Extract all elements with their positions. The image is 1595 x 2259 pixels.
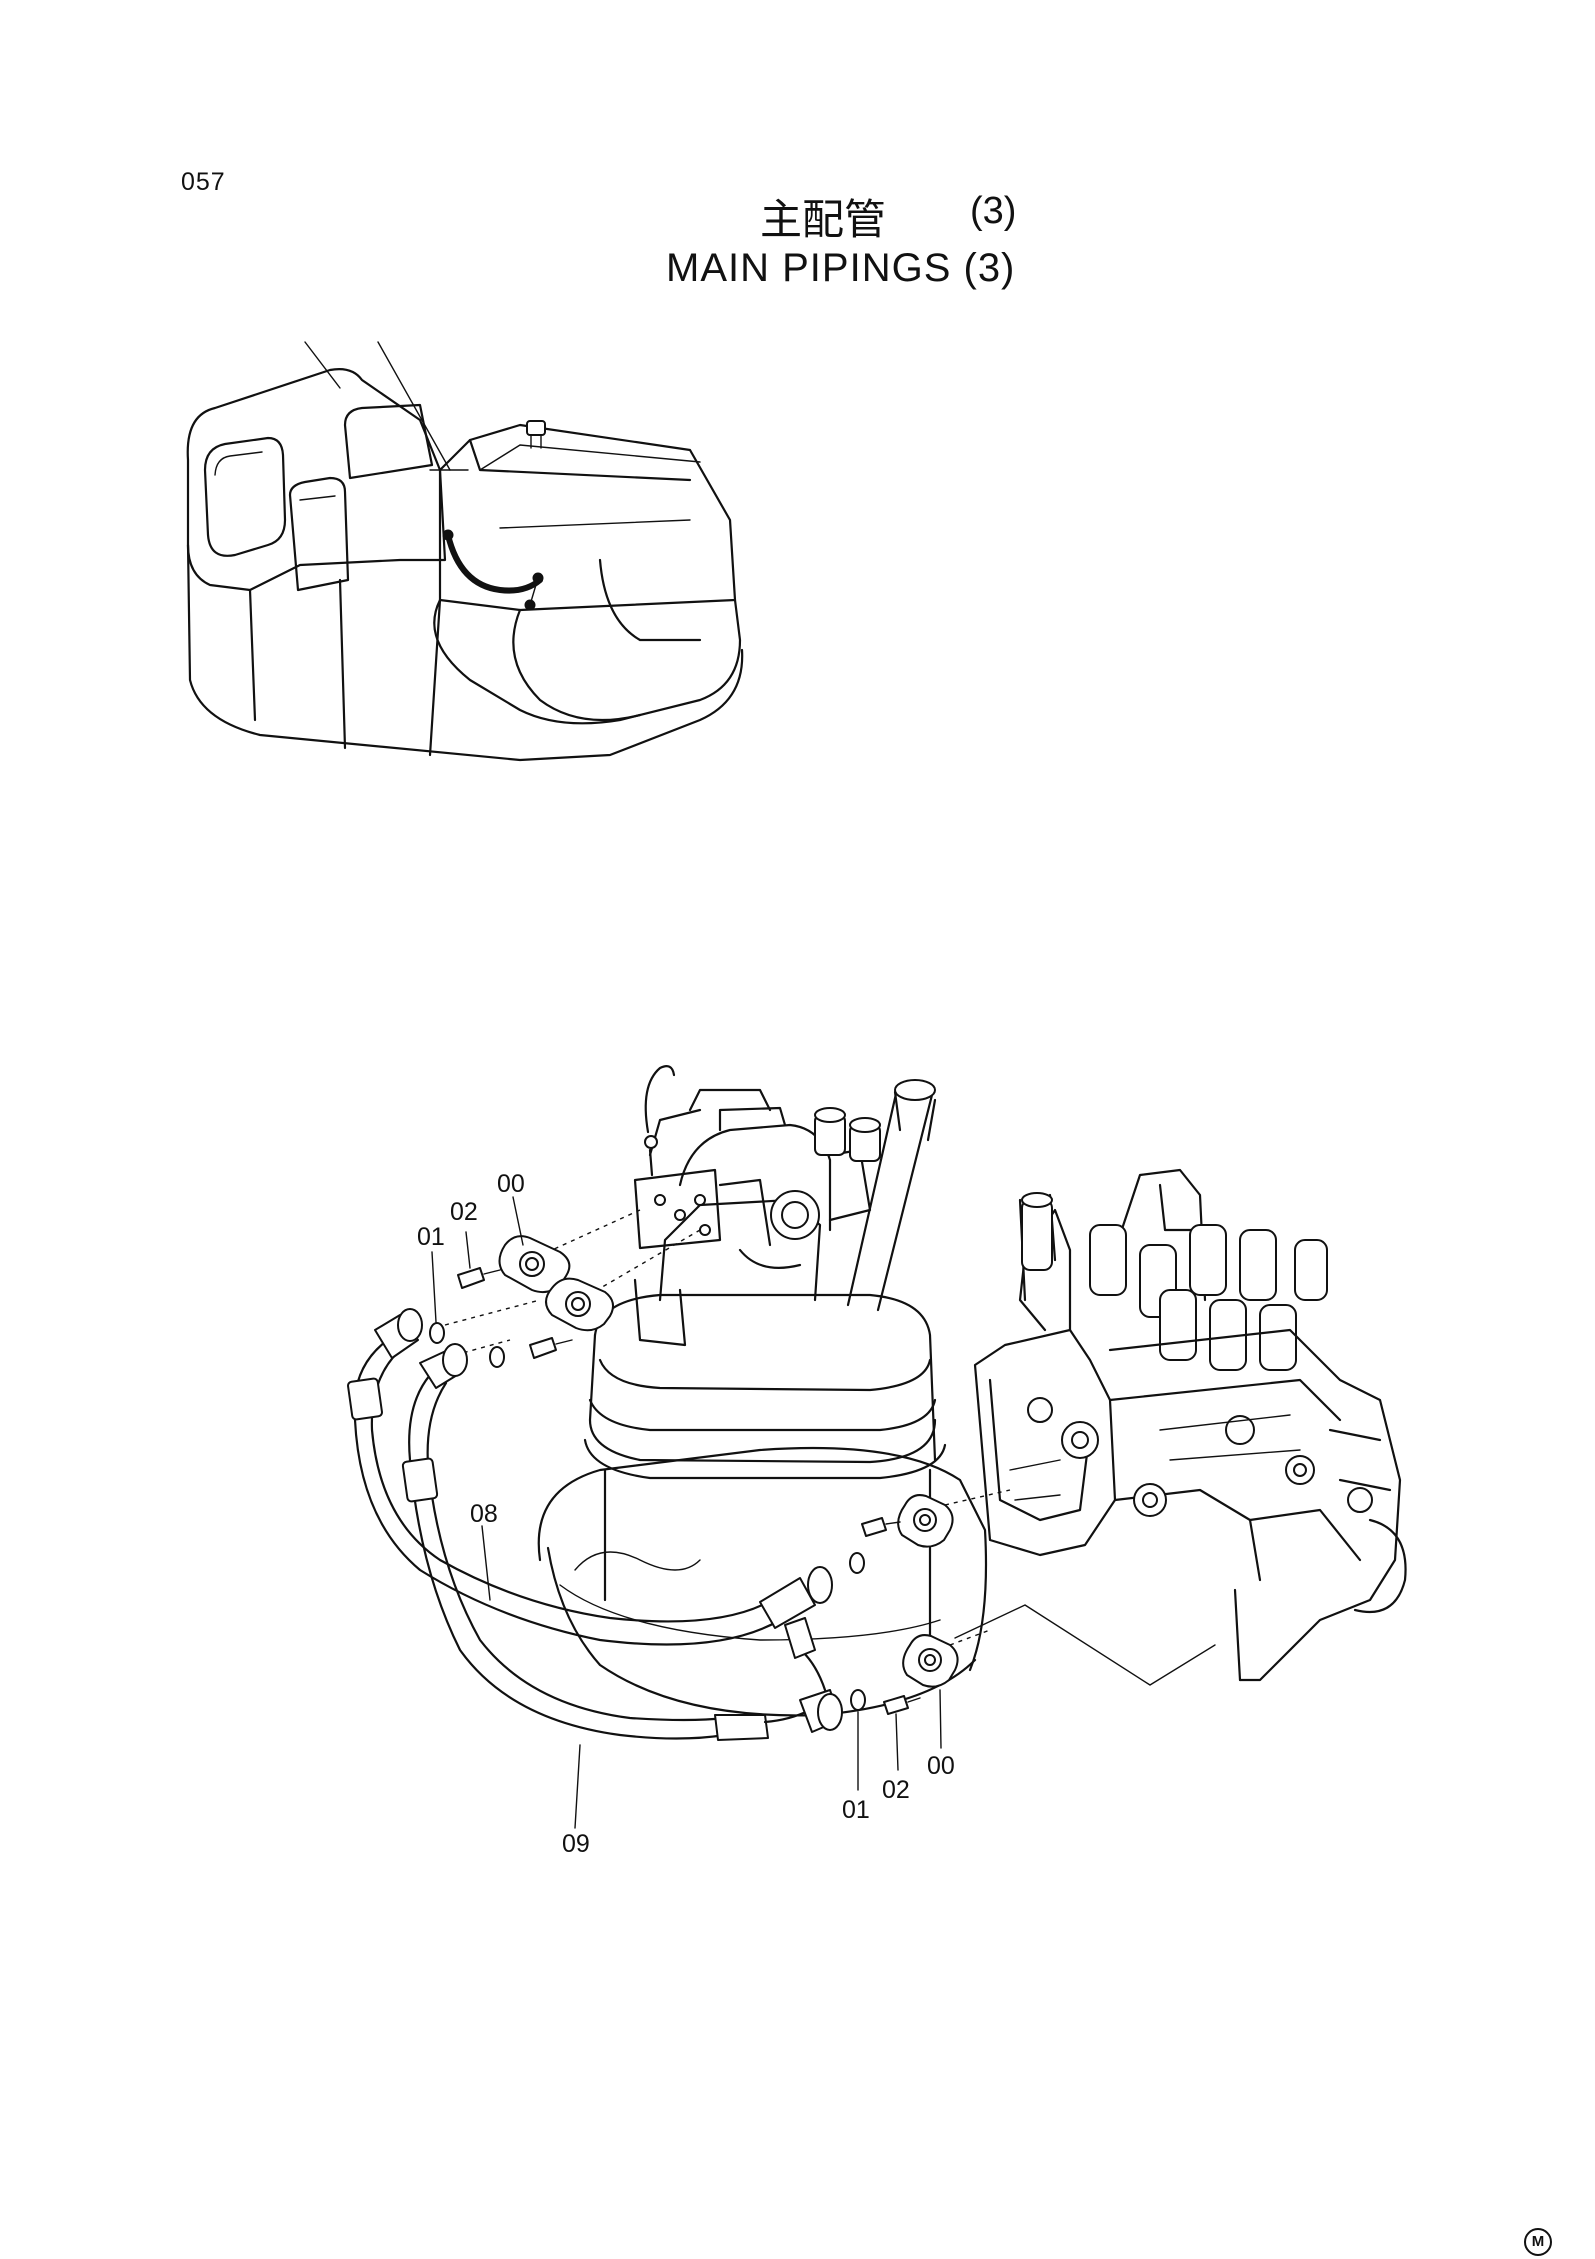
title-chinese: 主配管 bbox=[760, 196, 887, 243]
callout-01-top: 01 bbox=[417, 1223, 445, 1251]
control-valve bbox=[973, 1168, 1407, 1682]
callout-00-top: 00 bbox=[497, 1170, 525, 1198]
callout-09-hose: 09 bbox=[562, 1830, 590, 1858]
callout-02-top: 02 bbox=[450, 1198, 478, 1226]
swing-motor-assembly bbox=[537, 1065, 988, 1717]
page-number: 057 bbox=[181, 168, 226, 196]
excavator-key-view bbox=[186, 341, 744, 762]
callout-01-bottom: 01 bbox=[842, 1796, 870, 1824]
title-chinese-suffix: (3) bbox=[970, 190, 1017, 232]
catalog-mark-icon: M bbox=[1524, 2228, 1552, 2256]
title-english: MAIN PIPINGS (3) bbox=[666, 246, 1016, 290]
callout-08-hose: 08 bbox=[470, 1500, 498, 1528]
callout-02-bottom: 02 bbox=[882, 1776, 910, 1804]
callout-leaders bbox=[431, 1196, 942, 1829]
lower-flange-parts bbox=[849, 1489, 1216, 1715]
callout-00-bottom: 00 bbox=[927, 1752, 955, 1780]
upper-flange-parts bbox=[429, 1209, 701, 1368]
hoses bbox=[347, 1308, 843, 1741]
